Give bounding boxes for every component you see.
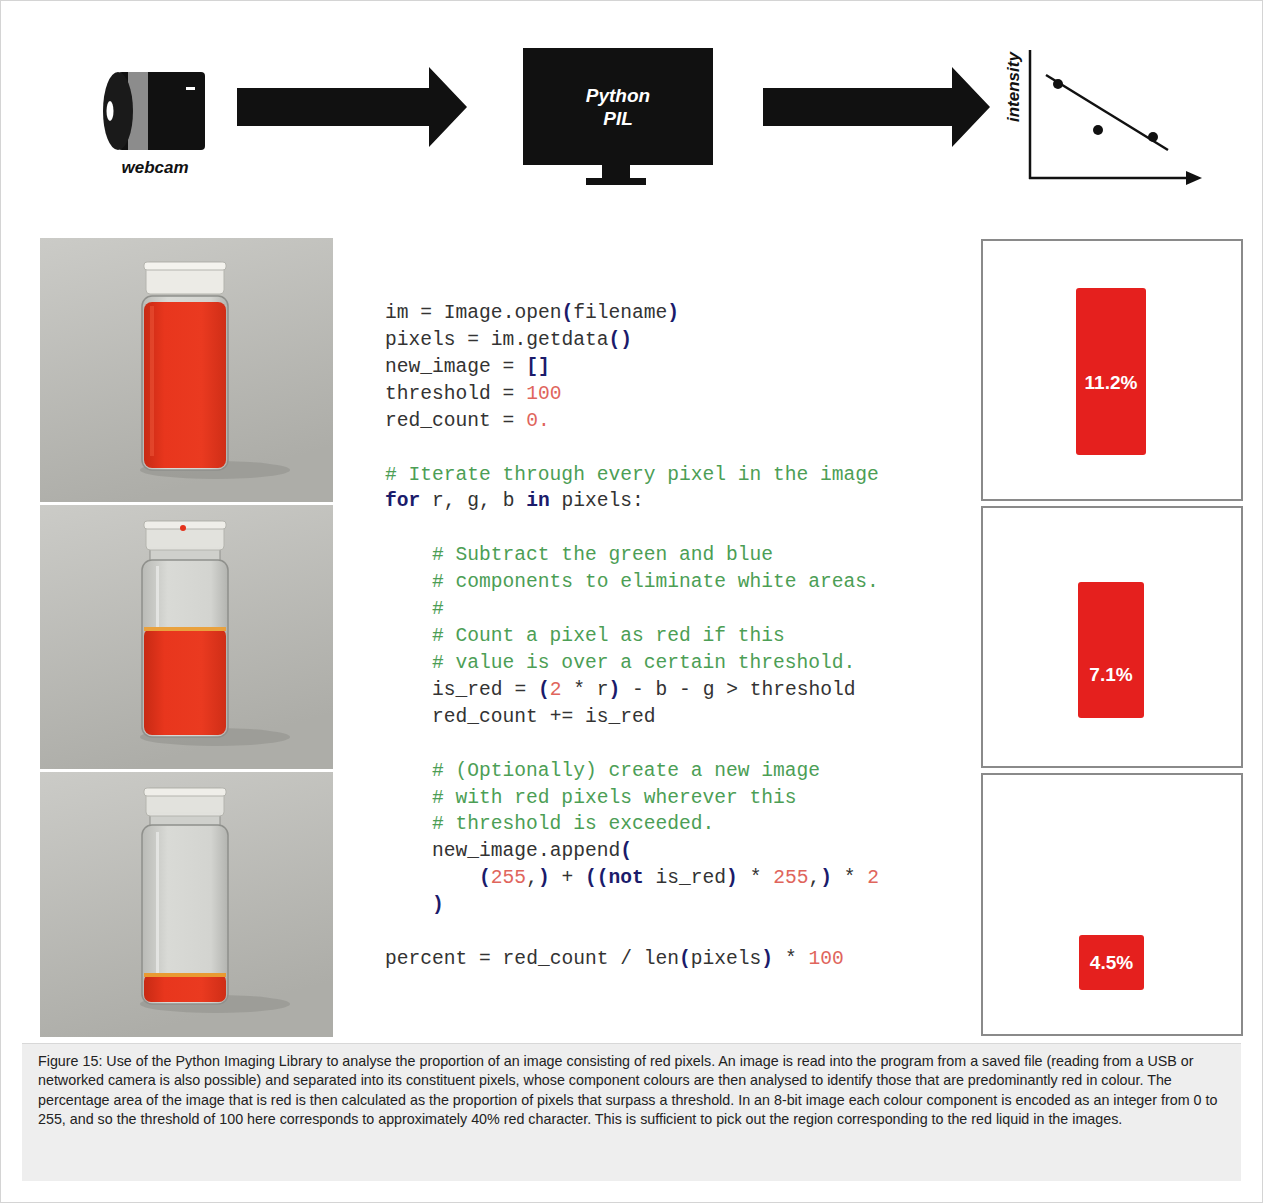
percent-label: 11.2% — [1076, 372, 1146, 394]
figure-caption: Figure 15: Use of the Python Imaging Lib… — [38, 1052, 1228, 1130]
code-line: red_count = 0. — [385, 408, 550, 435]
chart-icon — [1029, 177, 1190, 180]
code-line: # with red pixels wherever this — [385, 785, 797, 812]
code-line: # (Optionally) create a new image — [385, 758, 820, 785]
software-label: Python PIL — [578, 84, 658, 130]
code-line: is_red = (2 * r) - b - g > threshold — [385, 677, 856, 704]
code-block: im = Image.open(filename)pixels = im.get… — [385, 300, 945, 1000]
code-line: for r, g, b in pixels: — [385, 488, 644, 515]
code-line: pixels = im.getdata() — [385, 327, 632, 354]
chart-icon — [1046, 75, 1168, 150]
vial-photo — [40, 772, 333, 1037]
vial-photo — [142, 560, 228, 737]
percent-label: 4.5% — [1079, 952, 1144, 974]
vial-photo — [150, 306, 154, 456]
chart-icon — [1053, 79, 1063, 89]
axis-label: intensity — [1004, 52, 1024, 122]
flow-arrow — [237, 67, 467, 147]
code-line: percent = red_count / len(pixels) * 100 — [385, 946, 844, 973]
result-frame — [982, 507, 1242, 767]
vial-photo — [144, 262, 226, 270]
result-frame — [982, 774, 1242, 1035]
webcam-icon — [103, 72, 133, 150]
webcam-icon — [186, 87, 195, 90]
percent-label: 7.1% — [1078, 664, 1144, 686]
code-line: im = Image.open(filename) — [385, 300, 679, 327]
code-line: threshold = 100 — [385, 381, 561, 408]
code-line: # threshold is exceeded. — [385, 811, 714, 838]
vial-photo — [144, 788, 226, 796]
chart-icon — [1029, 50, 1202, 185]
vial-photo — [144, 628, 226, 735]
result-frame — [982, 240, 1242, 1035]
vial-photo — [142, 296, 228, 470]
code-line: # Iterate through every pixel in the ima… — [385, 462, 879, 489]
red-region: 7.1% — [1078, 582, 1144, 718]
code-line: # Count a pixel as red if this — [385, 623, 785, 650]
vial-photo — [144, 627, 226, 631]
chart-icon — [1093, 125, 1103, 135]
code-line: new_image.append( — [385, 838, 632, 865]
vial-photo — [156, 832, 159, 992]
vial-photo — [180, 525, 186, 531]
code-line: # — [385, 596, 444, 623]
monitor-screen: Python PIL — [523, 48, 713, 165]
chart-icon — [1148, 132, 1158, 142]
chart-icon — [1029, 50, 1032, 179]
webcam-icon — [103, 72, 205, 150]
monitor-stand — [586, 178, 646, 185]
red-region: 11.2% — [1076, 288, 1146, 455]
code-line: new_image = [] — [385, 354, 550, 381]
flow-arrow — [763, 67, 990, 147]
chart-node: intensity — [1000, 45, 1200, 183]
chart-icon — [1186, 171, 1202, 185]
code-line: # components to eliminate white areas. — [385, 569, 879, 596]
webcam-icon — [107, 101, 114, 121]
webcam-node: webcam — [100, 66, 210, 182]
vial-photo — [144, 302, 226, 468]
vial-photo — [40, 238, 333, 502]
code-line: (255,) + ((not is_red) * 255,) * 2 — [385, 865, 879, 892]
code-line: # value is over a certain threshold. — [385, 650, 855, 677]
result-frame — [982, 240, 1242, 500]
monitor-stand — [602, 165, 630, 180]
vial-photo — [144, 974, 226, 1002]
device-label: webcam — [100, 158, 210, 178]
code-line: # Subtract the green and blue — [385, 542, 773, 569]
red-region: 4.5% — [1079, 935, 1144, 990]
vial-photo — [142, 825, 228, 1004]
vial-photo — [40, 238, 333, 502]
vial-photo — [40, 772, 333, 1037]
vial-photo — [144, 973, 226, 977]
code-line: ) — [385, 892, 444, 919]
vial-photo — [40, 505, 333, 769]
code-line: red_count += is_red — [385, 704, 656, 731]
vial-photo — [40, 505, 333, 769]
